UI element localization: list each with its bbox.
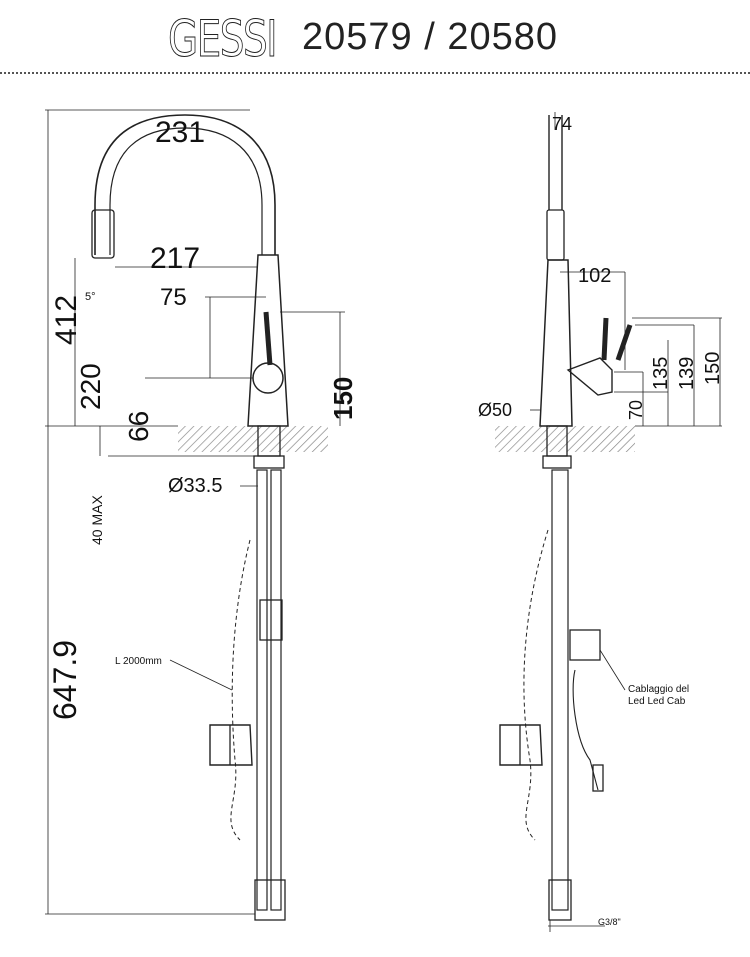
side-cable-label-1: Cablaggio del [628, 684, 689, 695]
front-dim-220: 220 [75, 363, 106, 410]
side-dim-74: 74 [552, 114, 572, 134]
front-hose-length: L 2000mm [115, 656, 162, 667]
side-dim-50: Ø50 [478, 400, 512, 420]
front-dimensions: 231 217 75 5° 412 220 66 150 40 MAX Ø33.… [47, 116, 358, 720]
side-body [539, 259, 573, 427]
side-led-module [569, 629, 601, 661]
front-body [247, 254, 289, 427]
front-dim-40max: 40 MAX [89, 495, 105, 545]
front-dim-231: 231 [155, 116, 205, 149]
side-countertop [495, 426, 635, 452]
front-view [45, 109, 345, 921]
side-spray-head [546, 209, 565, 261]
front-handle-knob [252, 362, 284, 394]
brand-logo: GESSI [168, 10, 278, 69]
front-hose-weight [209, 724, 253, 766]
front-angle-mark: 5° [85, 291, 96, 303]
front-dim-647: 647.9 [47, 640, 83, 720]
side-cable-label-2: Led Led Cab [628, 696, 686, 707]
front-dim-shank: Ø33.5 [168, 475, 222, 497]
side-thread-label: G3/8" [598, 917, 621, 927]
side-handle [566, 357, 613, 396]
model-number: 20579 / 20580 [302, 16, 559, 58]
side-view [495, 112, 722, 932]
side-dim-139: 139 [676, 357, 698, 390]
front-dim-412: 412 [50, 295, 83, 345]
header: GESSI 20579 / 20580 [0, 8, 750, 69]
front-dim-150: 150 [328, 377, 358, 420]
front-dim-75: 75 [160, 284, 187, 311]
front-countertop [178, 426, 328, 452]
front-spout [94, 114, 276, 255]
side-dim-150: 150 [702, 352, 724, 385]
front-dim-217: 217 [150, 242, 200, 275]
front-dim-66: 66 [123, 411, 154, 442]
front-spray-head [91, 209, 115, 259]
side-dimensions: 74 102 Ø50 70 135 139 150 Cablaggio del … [478, 114, 724, 927]
side-dim-135: 135 [650, 357, 672, 390]
side-dim-70: 70 [626, 400, 646, 420]
header-divider [0, 72, 750, 74]
side-hose-weight [499, 724, 543, 766]
side-dim-102: 102 [578, 265, 611, 287]
